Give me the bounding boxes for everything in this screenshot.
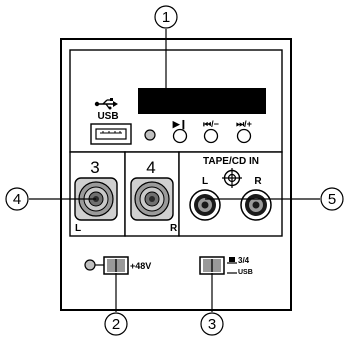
callout-1-circle <box>154 5 178 29</box>
switch-34-label: 3/4 <box>238 256 250 265</box>
prev-label: ⏮/− <box>203 119 219 129</box>
switch-usb-label: USB <box>238 269 253 276</box>
usb-port[interactable] <box>90 123 132 145</box>
callout-3-number: 3 <box>208 316 216 333</box>
tape-r-rca-jack[interactable] <box>240 189 272 221</box>
callout-1-number: 1 <box>162 9 170 26</box>
play-pause-label: ▶❙ <box>172 119 187 130</box>
phantom-led <box>84 259 96 271</box>
callout-3-circle <box>200 312 224 336</box>
next-label: ⏭/+ <box>236 119 252 129</box>
lcd-display <box>138 88 266 114</box>
callout-4-circle <box>5 187 29 211</box>
phantom-power-switch[interactable] <box>103 256 129 275</box>
channel-4-r-label: R <box>170 223 178 234</box>
callout-4-number: 4 <box>13 191 21 208</box>
channel-3-jack[interactable] <box>74 177 118 221</box>
channel-3-l-label: L <box>75 223 81 234</box>
usb-icon <box>94 98 118 110</box>
play-pause-button[interactable] <box>172 128 188 144</box>
switch-up-marker-icon <box>229 257 235 262</box>
callout-5-number: 5 <box>328 191 336 208</box>
usb-label: USB <box>97 111 118 122</box>
tape-l-rca-jack[interactable] <box>189 189 221 221</box>
callout-2-circle <box>104 312 128 336</box>
phantom-label: +48V <box>130 261 151 271</box>
callout-5-circle <box>320 187 344 211</box>
next-button[interactable] <box>236 128 252 144</box>
tape-r-label: R <box>254 176 262 187</box>
ground-symbol-icon <box>222 168 242 188</box>
tape-l-label: L <box>202 176 208 187</box>
channel-3-label: 3 <box>90 158 99 177</box>
indicator-led <box>144 129 156 141</box>
source-select-switch[interactable] <box>199 256 225 275</box>
tape-cd-label: TAPE/CD IN <box>203 156 259 167</box>
callout-2-number: 2 <box>112 316 120 333</box>
channel-4-jack[interactable] <box>130 177 174 221</box>
channel-4-label: 4 <box>146 158 155 177</box>
prev-button[interactable] <box>203 128 219 144</box>
